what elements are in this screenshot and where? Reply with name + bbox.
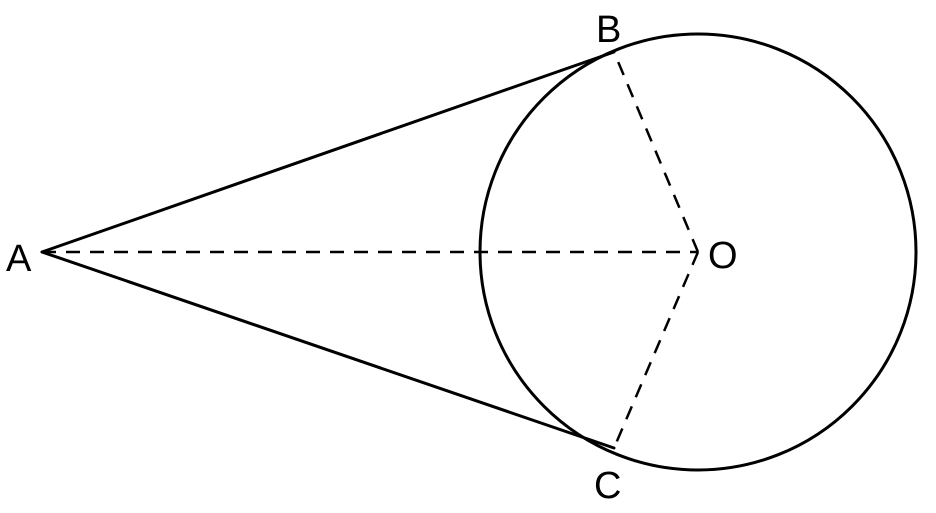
label-point-a: A (6, 238, 32, 280)
radius-ob (612, 51, 700, 253)
label-point-b: B (596, 9, 621, 51)
tangent-ac (40, 250, 616, 450)
label-point-c: C (594, 465, 621, 507)
label-point-o: O (708, 235, 738, 277)
tangent-ab (40, 50, 616, 254)
radius-oc (612, 251, 700, 449)
